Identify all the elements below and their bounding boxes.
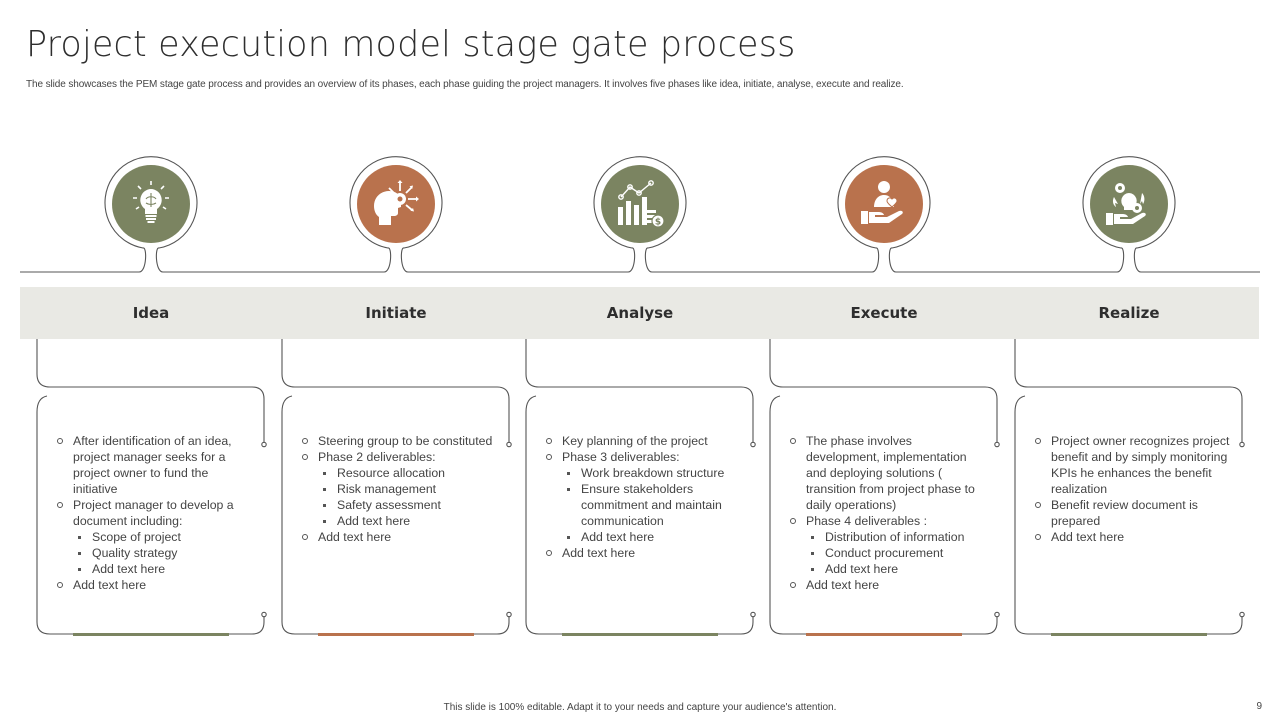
card-connector-dot — [1239, 441, 1245, 448]
bullet-item: The phase involves development, implemen… — [788, 433, 988, 513]
bullet-item: Phase 4 deliverables : — [788, 513, 988, 529]
card-accent-bar — [806, 633, 962, 636]
sub-bullet-item: Safety assessment — [300, 497, 500, 513]
bullet-item: Add text here — [544, 545, 744, 561]
lightbulb-brain-icon — [124, 177, 178, 231]
sub-bullet-item: Quality strategy — [55, 545, 255, 561]
phase-icon-realize — [1090, 165, 1168, 243]
bullet-item: Project manager to develop a document in… — [55, 497, 255, 529]
card-top-connector — [1014, 339, 1243, 442]
bullet-list: Project owner recognizes project benefit… — [1033, 433, 1233, 545]
card-accent-bar — [318, 633, 474, 636]
phase-label-analyse: Analyse — [606, 304, 674, 322]
sub-bullet-item: Risk management — [300, 481, 500, 497]
card-accent-bar — [1051, 633, 1207, 636]
bullet-item: Add text here — [1033, 529, 1233, 545]
phase-icon-idea — [112, 165, 190, 243]
bullet-list: After identification of an idea, project… — [55, 433, 255, 593]
phase-icon-initiate — [357, 165, 435, 243]
sub-bullet-item: Add text here — [788, 561, 988, 577]
sub-bullet-item: Work breakdown structure — [544, 465, 744, 481]
svg-text:$: $ — [655, 218, 661, 228]
head-gear-icon — [369, 177, 423, 231]
sub-bullet-item: Distribution of information — [788, 529, 988, 545]
sub-bullet-item: Scope of project — [55, 529, 255, 545]
bullet-item: Add text here — [55, 577, 255, 593]
phase-label-execute: Execute — [850, 304, 918, 322]
card-accent-bar — [562, 633, 718, 636]
card-connector-dot — [261, 441, 267, 448]
bullet-item: Phase 3 deliverables: — [544, 449, 744, 465]
phase-card-idea: After identification of an idea, project… — [55, 433, 255, 593]
sub-bullet-item: Add text here — [300, 513, 500, 529]
sub-bullet-item: Add text here — [544, 529, 744, 545]
bullet-item: Add text here — [788, 577, 988, 593]
sub-bullet-item: Conduct procurement — [788, 545, 988, 561]
phase-label-realize: Realize — [1098, 304, 1160, 322]
phase-icon-execute — [845, 165, 923, 243]
bullet-item: After identification of an idea, project… — [55, 433, 255, 497]
card-top-connector — [525, 339, 754, 442]
bullet-item: Key planning of the project — [544, 433, 744, 449]
phase-icon-analyse: $ — [601, 165, 679, 243]
bullet-item: Phase 2 deliverables: — [300, 449, 500, 465]
card-connector-dot — [750, 441, 756, 448]
bullet-list: The phase involves development, implemen… — [788, 433, 988, 593]
card-bottom-dot — [1239, 611, 1245, 618]
phase-label-initiate: Initiate — [365, 304, 427, 322]
card-bottom-dot — [261, 611, 267, 618]
hand-bulb-gears-icon — [1102, 177, 1156, 231]
card-top-connector — [36, 339, 265, 442]
card-top-connector — [769, 339, 998, 442]
slide-subtitle: The slide showcases the PEM stage gate p… — [26, 79, 904, 90]
footer-note: This slide is 100% editable. Adapt it to… — [443, 702, 837, 713]
sub-bullet-item: Ensure stakeholders commitment and maint… — [544, 481, 744, 529]
bullet-item: Add text here — [300, 529, 500, 545]
phase-header-band — [20, 287, 1259, 339]
card-bottom-dot — [506, 611, 512, 618]
bullet-item: Benefit review document is prepared — [1033, 497, 1233, 529]
card-top-connector — [281, 339, 510, 442]
phase-label-idea: Idea — [132, 304, 170, 322]
hand-person-icon — [857, 177, 911, 231]
page-number: 9 — [1256, 701, 1262, 712]
sub-bullet-item: Add text here — [55, 561, 255, 577]
bullet-item: Steering group to be constituted — [300, 433, 500, 449]
phase-card-realize: Project owner recognizes project benefit… — [1033, 433, 1233, 545]
sub-bullet-item: Resource allocation — [300, 465, 500, 481]
card-connector-dot — [506, 441, 512, 448]
bullet-item: Project owner recognizes project benefit… — [1033, 433, 1233, 497]
chart-growth-icon: $ — [613, 177, 667, 231]
phase-card-execute: The phase involves development, implemen… — [788, 433, 988, 593]
slide-title: Project execution model stage gate proce… — [26, 24, 796, 65]
card-connector-dot — [994, 441, 1000, 448]
card-accent-bar — [73, 633, 229, 636]
card-bottom-dot — [750, 611, 756, 618]
card-bottom-dot — [994, 611, 1000, 618]
